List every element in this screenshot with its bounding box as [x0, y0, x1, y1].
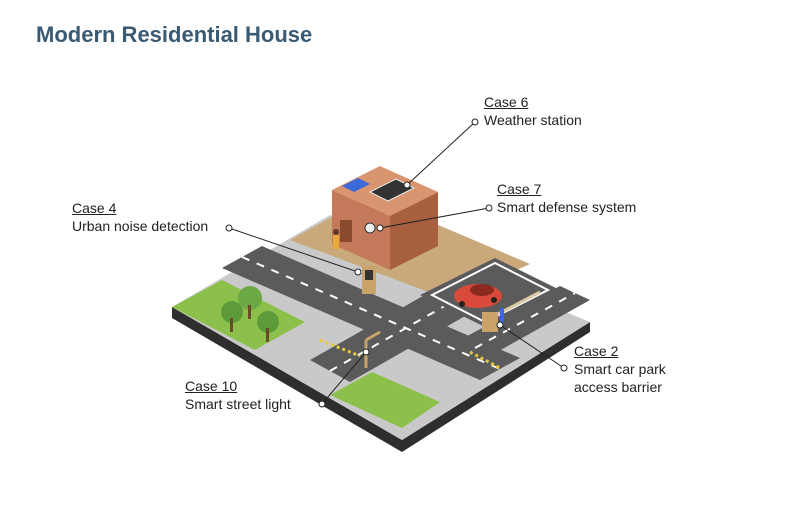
- leader-lines: [225, 118, 568, 408]
- car: [454, 284, 502, 308]
- callout-case7: Case 7 Smart defense system: [497, 180, 636, 216]
- case2-label: Case 2: [574, 343, 619, 359]
- road-dashes: [241, 256, 576, 372]
- case7-desc: Smart defense system: [497, 199, 637, 215]
- crosswalk-marks: [319, 338, 501, 370]
- grass-bottom: [330, 372, 440, 428]
- page-title: Modern Residential House: [36, 22, 313, 47]
- car-park-barrier: [482, 290, 541, 332]
- callout-case4: Case 4 Urban noise detection: [72, 199, 208, 235]
- solar-panel: [342, 178, 370, 192]
- case6-desc: Weather station: [484, 112, 582, 128]
- case10-desc: Smart street light: [185, 396, 291, 412]
- weather-station-panel: [368, 178, 416, 202]
- case2-desc-line2: access barrier: [574, 379, 662, 395]
- noise-detection-kiosk: [362, 266, 376, 294]
- case7-label: Case 7: [497, 181, 542, 197]
- case4-label: Case 4: [72, 200, 117, 216]
- callout-case10: Case 10 Smart street light: [185, 377, 291, 413]
- main-road: [222, 246, 520, 380]
- house-door: [340, 220, 352, 242]
- parking-lines: [429, 261, 551, 324]
- base-slab-side: [172, 307, 590, 452]
- house: [332, 166, 438, 270]
- trees: [221, 286, 279, 342]
- defense-camera: [364, 222, 376, 234]
- callout-case6: Case 6 Weather station: [484, 93, 582, 129]
- callout-case2: Case 2 Smart car park access barrier: [574, 342, 666, 396]
- case4-desc: Urban noise detection: [72, 218, 209, 234]
- case10-label: Case 10: [185, 378, 238, 394]
- case2-desc-line1: Smart car park: [574, 361, 666, 377]
- case6-label: Case 6: [484, 94, 529, 110]
- person: [333, 229, 339, 249]
